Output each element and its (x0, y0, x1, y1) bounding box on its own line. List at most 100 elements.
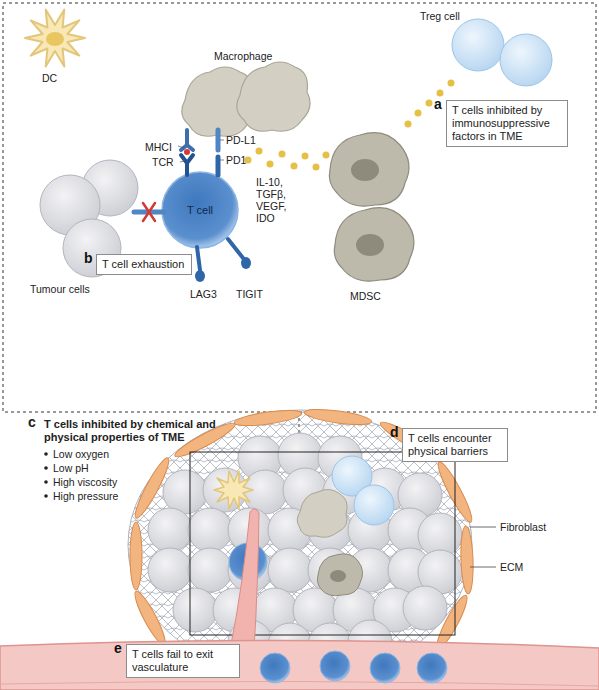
tcell-body (417, 653, 447, 683)
cytokine-dots (448, 80, 455, 87)
bullet-dot (44, 480, 48, 484)
callout-box: dT cells encounter physical barriers (402, 428, 508, 462)
mdsc-cell (317, 554, 362, 596)
callout-box: bT cell exhaustion (96, 254, 192, 275)
tumour-cell (148, 508, 192, 552)
tcell-body (370, 653, 400, 683)
tumour-cell (148, 548, 192, 592)
focus-frame (190, 452, 455, 635)
cytokine-dots (437, 90, 444, 97)
part-label: PD1 (226, 154, 246, 166)
mdsc-cell (329, 133, 409, 207)
callout-text: T cells encounter physical barriers (408, 432, 502, 458)
cytokine-dots (291, 163, 298, 170)
dendritic-cell (25, 10, 85, 67)
part-label: MHCI (145, 141, 172, 153)
callout-text: T cells inhibited by immunosuppressive f… (452, 104, 562, 143)
part-label: Macrophage (214, 50, 272, 62)
callout-letter: b (84, 252, 93, 265)
panel-frame (3, 3, 596, 412)
tcell-body (162, 172, 238, 248)
blood-vessel (0, 509, 599, 690)
receptor (197, 247, 200, 270)
part-label: LAG3 (190, 288, 217, 300)
macrophage (237, 62, 310, 131)
part-label: Tumour cells (30, 283, 90, 295)
receptor (195, 270, 205, 282)
fibroblast (460, 526, 474, 594)
fibroblast (131, 589, 170, 648)
blood-vessel (230, 509, 259, 650)
receptor (241, 257, 251, 269)
tumour-cell (188, 548, 232, 592)
callout-letter: a (434, 98, 442, 111)
mdsc-cell (334, 208, 414, 282)
tumour-cell (173, 588, 217, 632)
callout-box: aT cells inhibited by immunosuppressive … (446, 100, 568, 147)
receptor (178, 140, 224, 162)
part-label: ECM (500, 561, 523, 573)
part-label: Treg cell (420, 10, 460, 22)
blood-vessel (0, 640, 599, 690)
part-label: TCR (152, 156, 174, 168)
treg-cell (500, 34, 552, 86)
fibroblast (233, 407, 302, 428)
part-label: Low pH (53, 462, 89, 474)
part-label: High viscosity (53, 476, 117, 488)
callout-text: T cells fail to exit vasculature (132, 648, 234, 674)
cell-label: T cell (187, 204, 213, 216)
mdsc-cell (351, 159, 379, 181)
macrophage (182, 62, 310, 136)
part-label: High pressure (53, 490, 118, 502)
bullet-dot (44, 452, 48, 498)
part-label: MDSC (350, 290, 381, 302)
part-label: TIGIT (236, 288, 263, 300)
receptor (181, 155, 193, 175)
callout-letter: e (114, 642, 122, 655)
tcell-body (320, 651, 350, 681)
cytokine-dots (313, 164, 320, 171)
tcell-body (162, 172, 238, 248)
callout-box: eT cells fail to exit vasculature (126, 644, 240, 678)
tumour-cell (163, 470, 207, 514)
panel-frame (3, 3, 596, 412)
dendritic-cell (25, 10, 85, 67)
bullet-dot (44, 494, 48, 498)
tcell-body (260, 653, 290, 683)
receptor (216, 130, 221, 150)
macrophage (297, 489, 347, 537)
fibroblast (130, 522, 142, 590)
cytokine-dots (267, 161, 274, 168)
dendritic-cell (214, 471, 253, 509)
bullet-dot (44, 466, 48, 470)
callout-text: T cell exhaustion (102, 258, 186, 271)
cytokine-dots (302, 153, 309, 160)
cytokine-dots (279, 151, 286, 158)
blood-vessel (0, 681, 599, 686)
mdsc-cell (330, 570, 346, 582)
dendritic-cell (46, 32, 64, 46)
cytokine-dots (415, 110, 422, 117)
leader-line (470, 527, 496, 567)
cell-node: T cell (162, 172, 238, 248)
tcell-body (260, 651, 447, 683)
part-label: IL-10, TGFβ, VEGF, IDO (256, 176, 302, 224)
tumour-cell (243, 470, 287, 514)
tumour-cell (403, 586, 447, 630)
mdsc-cell (317, 554, 362, 596)
part-label: PD-L1 (226, 134, 256, 146)
receptor (228, 239, 243, 258)
tumour-cell (268, 548, 312, 592)
treg-cell (452, 19, 504, 71)
receptor (143, 203, 155, 221)
part-label: DC (42, 72, 57, 84)
cytokine-dots (405, 121, 412, 128)
cytokine-dots (426, 100, 433, 107)
mdsc-cell (329, 133, 414, 282)
cytokine-dots (256, 148, 263, 155)
treg-cell (354, 485, 394, 525)
bullet-dot (44, 452, 48, 456)
tumour-cell (148, 433, 462, 667)
focus-frame (190, 452, 455, 635)
